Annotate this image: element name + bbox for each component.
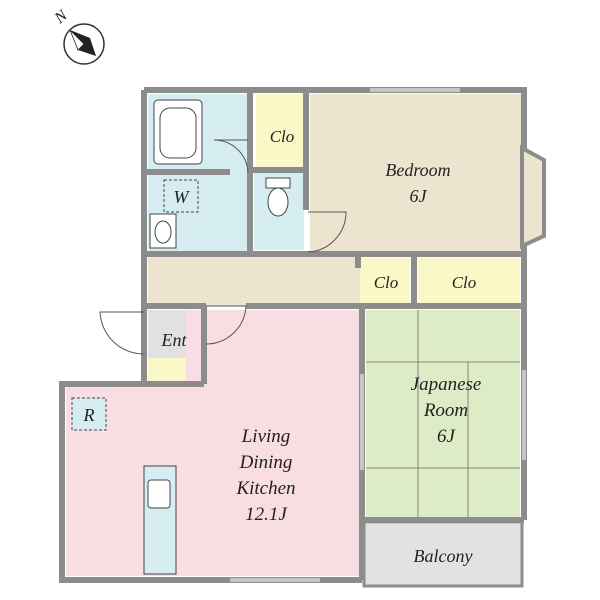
balcony-label: Balcony — [414, 546, 473, 566]
balcony-floor — [364, 524, 522, 586]
north-label: N — [51, 6, 72, 27]
entrance-label: Ent — [161, 330, 188, 350]
japanese-room-label-line1: Japanese — [411, 374, 482, 395]
bedroom-floor — [310, 94, 522, 252]
kitchen-counter-icon — [143, 465, 177, 575]
japanese-room-floor — [366, 310, 520, 520]
compass: N — [51, 6, 105, 65]
bathroom-door — [213, 139, 249, 173]
toilet-icon — [265, 177, 291, 217]
north-arrow-icon — [63, 23, 105, 65]
closet-hall-floor — [360, 258, 410, 304]
japanese-room-size: 6J — [437, 426, 457, 447]
ldk-door — [205, 305, 247, 345]
ldk-label-line3: Kitchen — [235, 478, 295, 499]
closet-bedroom-label: Clo — [270, 127, 295, 146]
ldk-size: 12.1J — [245, 504, 288, 525]
refrigerator-label: R — [83, 405, 95, 425]
bathtub-icon — [153, 99, 203, 165]
tatami-lines — [366, 310, 520, 520]
bedroom-bay-window — [520, 144, 546, 250]
bedroom-door — [307, 211, 347, 253]
washer-label: W — [174, 187, 191, 207]
closet-hall-label: Clo — [374, 273, 399, 292]
washer-space — [163, 179, 199, 213]
closet-bedroom-floor — [256, 94, 308, 170]
bedroom-label: Bedroom — [385, 160, 450, 180]
ldk-floor — [186, 310, 360, 576]
bedroom-size: 6J — [410, 186, 428, 206]
sink-icon — [149, 213, 177, 249]
ldk-label-line1: Living — [241, 426, 291, 447]
walls — [59, 87, 527, 583]
entrance-door — [99, 311, 145, 355]
japanese-room-label-line2: Room — [423, 400, 468, 421]
hallway-floor — [148, 256, 360, 306]
refrigerator-space — [71, 397, 107, 431]
closet-japanese-label: Clo — [452, 273, 477, 292]
ldk-label-line2: Dining — [239, 452, 293, 473]
doors — [99, 139, 347, 355]
closet-japanese-floor — [418, 258, 520, 304]
